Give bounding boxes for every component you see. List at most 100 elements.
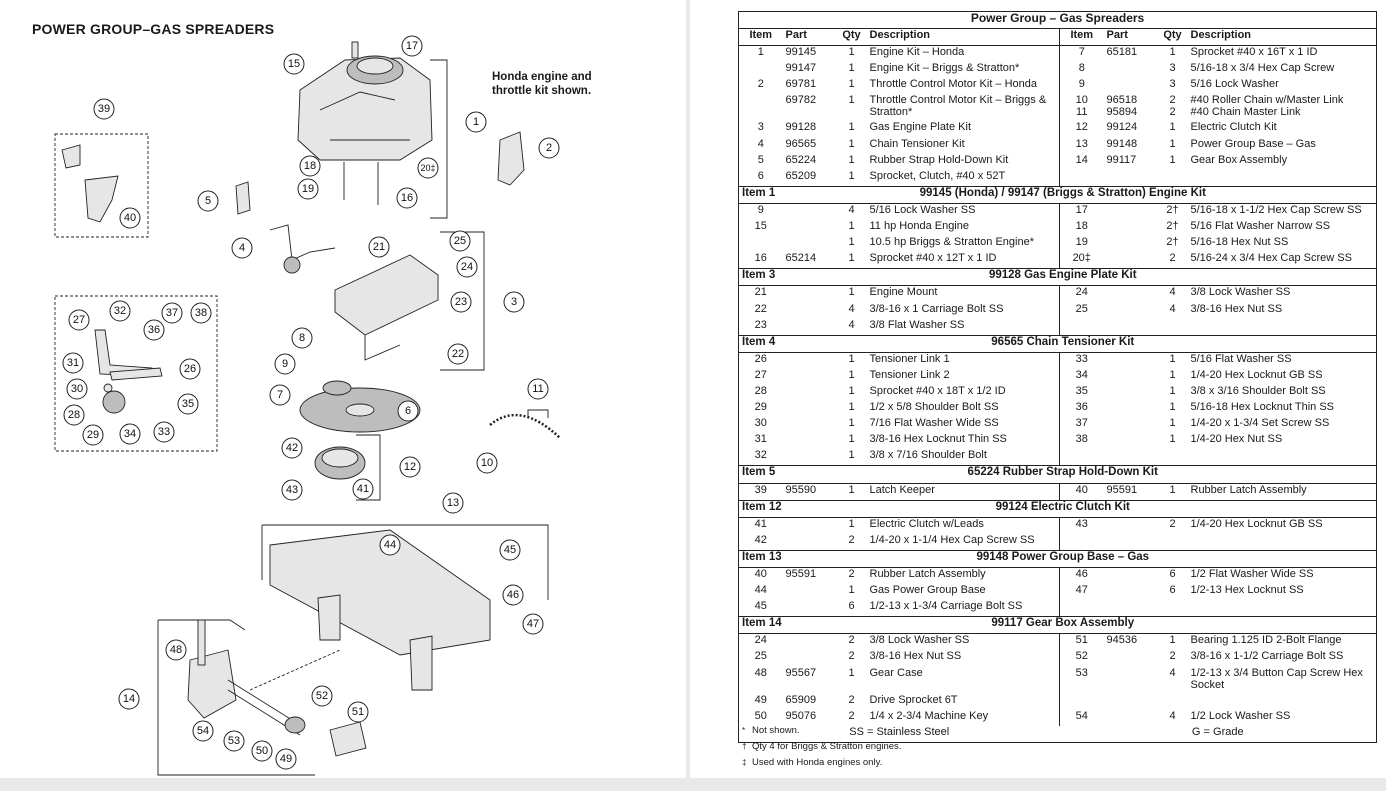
- table-cell: [1104, 170, 1158, 187]
- callout-37: 37: [161, 302, 183, 324]
- table-cell: [783, 650, 837, 666]
- table-cell: 1: [848, 169, 855, 182]
- table-cell: Gear Case: [869, 666, 923, 679]
- table-cell: 3/8-16 Hex Nut SS: [1187, 302, 1378, 319]
- table-cell: 49: [738, 693, 783, 710]
- table-cell: 1: [848, 352, 855, 365]
- table-cell: [783, 303, 837, 319]
- table-cell: 1: [848, 62, 855, 75]
- table-cell: Electric Clutch w/Leads: [869, 517, 984, 530]
- table-cell: 1/2-13 Hex Locknut SS: [1187, 584, 1378, 601]
- table-cell: [783, 236, 837, 252]
- callout-7: 7: [269, 384, 291, 406]
- callout-layer: 1234567891011121314151617181920‡21222324…: [62, 35, 560, 770]
- table-cell: 2 2: [1169, 94, 1176, 119]
- callout-label: 32: [114, 305, 126, 317]
- table-cell: 24: [738, 633, 783, 651]
- table-cell: Tensioner Link 1: [869, 352, 950, 365]
- callout-label: 46: [507, 589, 519, 601]
- table-cell: 1: [848, 286, 855, 299]
- callout-31: 31: [62, 352, 84, 374]
- section-label: Item 3: [738, 268, 837, 287]
- table-cell: 5/16-18 Hex Nut SS: [1187, 236, 1378, 253]
- table-cell: [783, 449, 837, 466]
- section-label: Item 1: [738, 185, 837, 204]
- table-cell: 11 hp Honda Engine: [869, 220, 970, 233]
- callout-label: 44: [384, 539, 396, 551]
- table-cell: 1/2 Flat Washer Wide SS: [1187, 567, 1378, 585]
- callout-label: 1: [473, 116, 479, 128]
- table-cell: [783, 417, 837, 433]
- table-cell: 10 11: [1059, 94, 1104, 122]
- table-cell: Engine Kit – Honda: [869, 46, 965, 59]
- table-cell: 1: [1169, 417, 1176, 430]
- table-cell: 3: [1169, 78, 1176, 91]
- table-cell: 3: [738, 121, 783, 138]
- callout-8: 8: [291, 327, 313, 349]
- table-cell: 1: [848, 368, 855, 381]
- table-cell: 1: [1169, 352, 1176, 365]
- table-cell: 38: [1059, 433, 1104, 450]
- table-cell: 1: [848, 517, 855, 530]
- table-cell: Sprocket, Clutch, #40 x 52T: [869, 169, 1006, 182]
- table-cell: Throttle Control Motor Kit – Honda: [869, 78, 1038, 91]
- table-cell: Rubber Latch Assembly: [869, 568, 986, 580]
- table-cell: [783, 517, 837, 534]
- table-cell: 99128: [785, 121, 817, 134]
- table-cell: [783, 385, 837, 401]
- table-cell: [1104, 433, 1158, 449]
- callout-6: 6: [397, 400, 419, 422]
- table-cell: 18: [1059, 220, 1104, 237]
- callout-label: 50: [256, 745, 268, 757]
- table-cell: [1104, 303, 1158, 319]
- footnote: ‡Used with Honda engines only.: [742, 755, 901, 771]
- callout-label: 53: [228, 735, 240, 747]
- callout-27: 27: [68, 309, 90, 331]
- table-cell: [1104, 252, 1158, 269]
- callout-30: 30: [66, 378, 88, 400]
- table-cell: Gas Power Group Base: [869, 584, 986, 597]
- callout-label: 13: [447, 497, 459, 509]
- callout-35: 35: [177, 393, 199, 415]
- callout-label: 22: [452, 348, 464, 360]
- callout-label: 9: [282, 358, 288, 370]
- table-cell: [1187, 533, 1378, 551]
- engine-drawing: [297, 41, 448, 219]
- table-cell: Throttle Control Motor Kit – Briggs & St…: [869, 94, 1047, 119]
- callout-label: 12: [404, 461, 416, 473]
- callout-10: 10: [476, 452, 498, 474]
- callout-label: 3: [511, 296, 517, 308]
- table-cell: [1104, 62, 1158, 78]
- table-cell: [1104, 401, 1158, 417]
- table-cell: [1158, 600, 1188, 617]
- section-label: Item 5: [738, 465, 837, 484]
- column-header: Item: [738, 28, 783, 47]
- callout-47: 47: [522, 613, 544, 635]
- table-cell: [1104, 534, 1158, 551]
- table-cell: 4: [848, 302, 855, 315]
- table-cell: 40: [738, 567, 783, 585]
- table-cell: 65209: [785, 169, 817, 182]
- table-cell: 30: [738, 417, 783, 434]
- callout-label: 10: [481, 457, 493, 469]
- table-cell: 25: [1059, 302, 1104, 319]
- table-cell: 51: [1059, 633, 1104, 651]
- table-cell: 42: [738, 533, 783, 551]
- callout-label: 30: [71, 383, 83, 395]
- table-cell: 2: [1169, 650, 1176, 663]
- callout-label: 36: [148, 324, 160, 336]
- callout-label: 15: [288, 58, 300, 70]
- table-cell: [783, 352, 837, 369]
- table-cell: 69782: [785, 94, 817, 107]
- table-cell: Gear Box Assembly: [1187, 153, 1378, 170]
- table-cell: 95591: [785, 568, 817, 580]
